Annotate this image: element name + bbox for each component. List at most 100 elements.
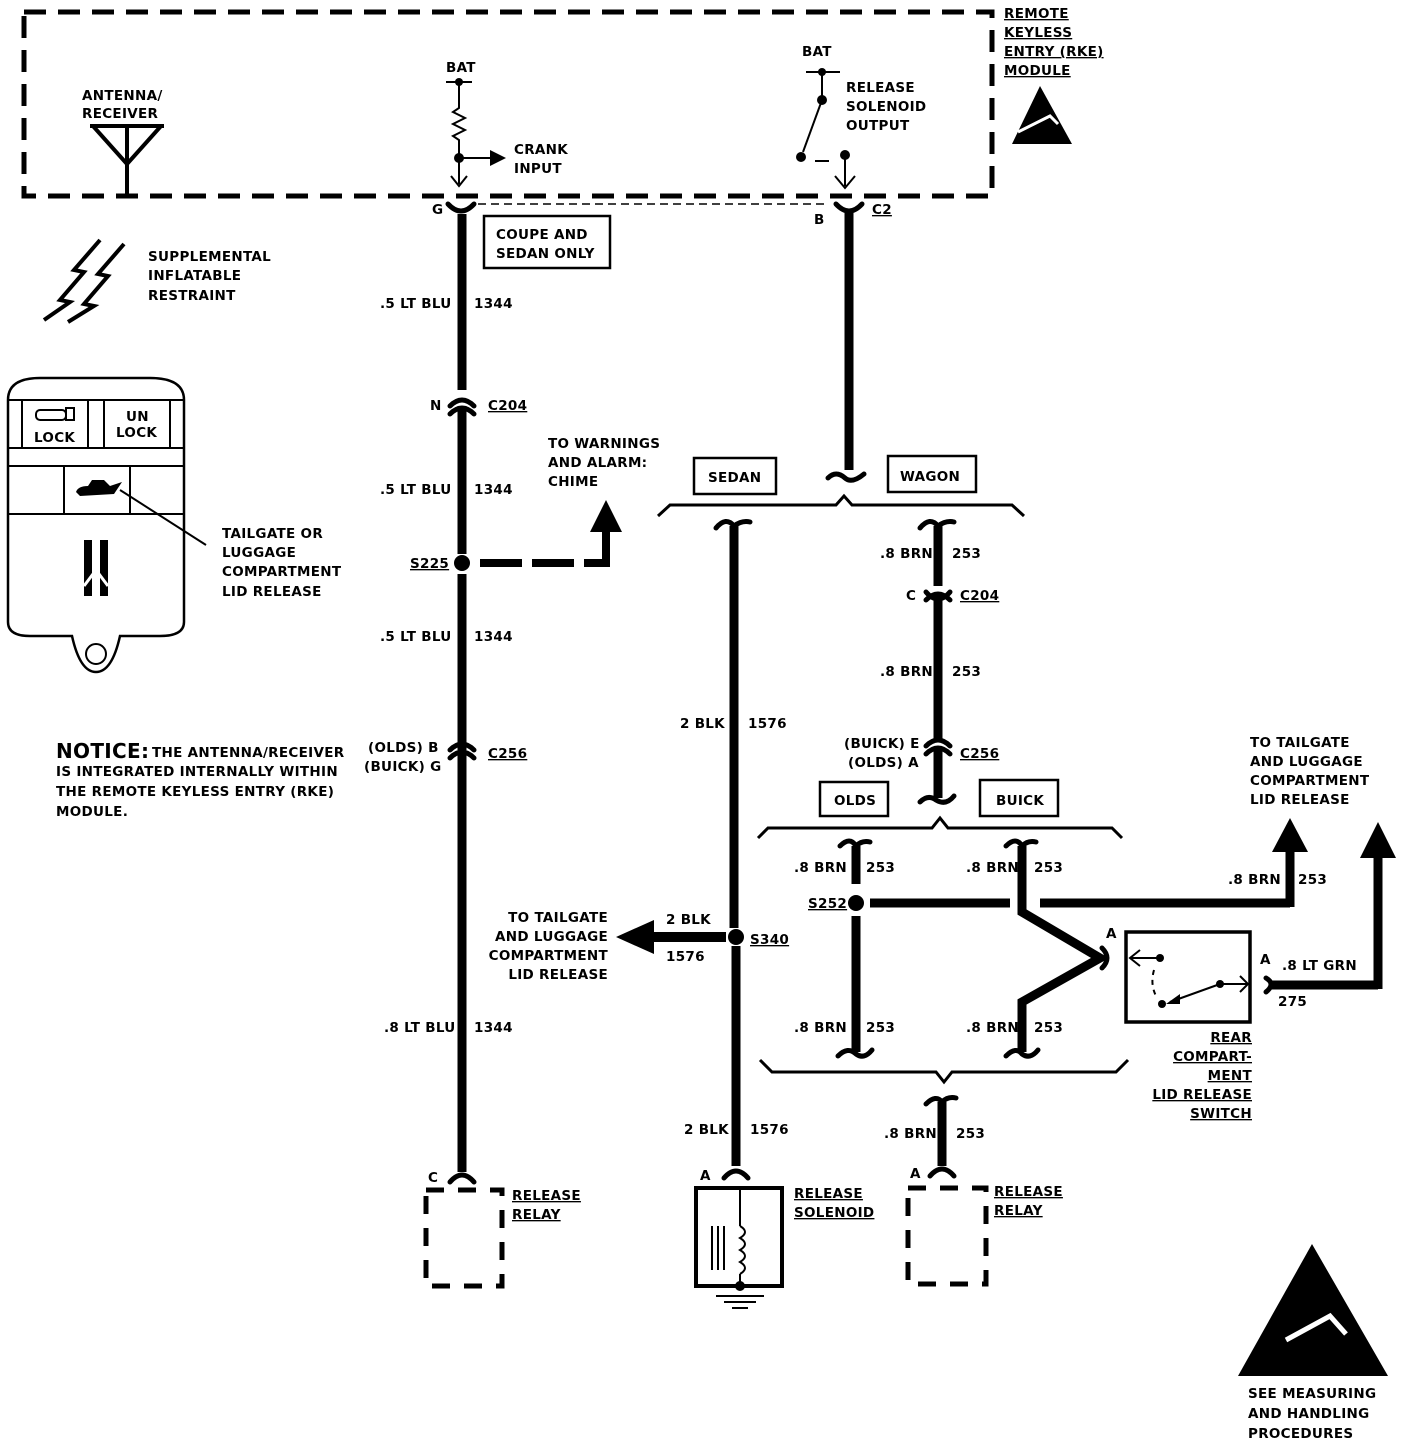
antenna-icon — [90, 124, 164, 194]
svg-text:253: 253 — [866, 1020, 895, 1036]
svg-text:LOCK: LOCK — [34, 430, 75, 446]
svg-text:AND HANDLING: AND HANDLING — [1248, 1406, 1370, 1422]
svg-text:.5 LT BLU: .5 LT BLU — [380, 482, 452, 498]
olds-option-box — [818, 780, 890, 818]
svg-text:CHIME: CHIME — [548, 474, 598, 490]
coil-icon — [738, 1225, 746, 1275]
svg-text:.8 LT GRN: .8 LT GRN — [1282, 958, 1357, 974]
svg-text:MODULE: MODULE — [1004, 63, 1071, 79]
svg-text:253: 253 — [952, 664, 981, 680]
svg-text:253: 253 — [956, 1126, 985, 1142]
svg-text:C204: C204 — [488, 398, 527, 414]
key-icon — [35, 407, 75, 421]
svg-text:BUICK: BUICK — [996, 793, 1044, 809]
arrow-up-icon — [1360, 822, 1396, 858]
svg-text:.5 LT BLU: .5 LT BLU — [380, 629, 452, 645]
svg-text:253: 253 — [1034, 1020, 1063, 1036]
svg-text:RELEASE: RELEASE — [794, 1186, 863, 1202]
svg-text:ENTRY (RKE): ENTRY (RKE) — [1004, 44, 1104, 60]
connector-g — [445, 201, 477, 214]
svg-text:COMPARTMENT: COMPARTMENT — [489, 948, 609, 964]
svg-text:A: A — [700, 1168, 711, 1184]
svg-text:IS INTEGRATED INTERNALLY WITHI: IS INTEGRATED INTERNALLY WITHIN — [56, 764, 338, 780]
svg-text:RELEASE: RELEASE — [846, 80, 915, 96]
svg-text:BAT: BAT — [446, 60, 476, 76]
svg-text:THE REMOTE KEYLESS ENTRY (RKE): THE REMOTE KEYLESS ENTRY (RKE) — [56, 784, 334, 800]
svg-text:S225: S225 — [410, 556, 449, 572]
svg-text:OUTPUT: OUTPUT — [846, 118, 910, 134]
car-trunk-icon — [76, 480, 122, 496]
svg-text:RESTRAINT: RESTRAINT — [148, 288, 236, 304]
svg-text:OLDS: OLDS — [834, 793, 876, 809]
svg-text:UN: UN — [126, 409, 149, 425]
svg-text:A: A — [1106, 926, 1117, 942]
svg-text:TO WARNINGS: TO WARNINGS — [548, 436, 660, 452]
lock-button[interactable] — [21, 399, 89, 449]
svg-text:2 BLK: 2 BLK — [684, 1122, 729, 1138]
svg-text:1576: 1576 — [748, 716, 787, 732]
svg-text:C256: C256 — [488, 746, 527, 762]
svg-text:253: 253 — [1034, 860, 1063, 876]
svg-text:275: 275 — [1278, 994, 1307, 1010]
svg-text:LID RELEASE: LID RELEASE — [222, 584, 322, 600]
svg-text:SOLENOID: SOLENOID — [794, 1205, 874, 1221]
arrow-up-icon — [590, 500, 622, 532]
svg-text:.8 BRN: .8 BRN — [1228, 872, 1281, 888]
unlock-button[interactable] — [103, 399, 171, 449]
svg-text:G: G — [432, 202, 443, 218]
esd-warning-icon — [1012, 86, 1072, 144]
svg-text:(OLDS) B: (OLDS) B — [368, 740, 439, 756]
svg-text:C256: C256 — [960, 746, 999, 762]
svg-text:RELEASE: RELEASE — [994, 1184, 1063, 1200]
rear-compartment-lid-release-switch — [1124, 930, 1252, 1024]
svg-text:AND LUGGAGE: AND LUGGAGE — [495, 929, 608, 945]
svg-text:LUGGAGE: LUGGAGE — [222, 545, 296, 561]
svg-text:1576: 1576 — [750, 1122, 789, 1138]
lightning-bolt-icon — [42, 238, 126, 324]
svg-text:.8 BRN: .8 BRN — [880, 546, 933, 562]
svg-text:C2: C2 — [872, 202, 892, 218]
buick-option-box — [978, 778, 1060, 818]
svg-text:.8 BRN: .8 BRN — [794, 860, 847, 876]
svg-text:TO TAILGATE: TO TAILGATE — [508, 910, 608, 926]
arrow-up-icon — [1272, 818, 1308, 852]
sedan-option-box — [692, 456, 778, 496]
svg-text:SOLENOID: SOLENOID — [846, 99, 926, 115]
svg-text:BAT: BAT — [802, 44, 832, 60]
trunk-release-button[interactable] — [63, 465, 131, 515]
splice-s252 — [848, 895, 864, 911]
svg-text:(OLDS) A: (OLDS) A — [848, 755, 919, 771]
svg-text:REMOTE: REMOTE — [1004, 6, 1069, 22]
svg-text:INFLATABLE: INFLATABLE — [148, 268, 241, 284]
option-bracket-olds-buick — [756, 815, 1124, 840]
svg-text:1344: 1344 — [474, 482, 513, 498]
right-circuit: B C2 SEDAN WAGON 2 BLK 1576 S340 2 BLK 1… — [489, 201, 1396, 1309]
svg-text:RELAY: RELAY — [512, 1207, 561, 1223]
esd-warning-icon — [1238, 1244, 1388, 1376]
release-relay-left — [423, 1187, 505, 1289]
esd-handling-notice: SEE MEASURING AND HANDLING PROCEDURES — [1238, 1244, 1388, 1442]
svg-text:PROCEDURES: PROCEDURES — [1248, 1426, 1353, 1442]
svg-text:COMPART-: COMPART- — [1173, 1049, 1252, 1065]
svg-text:SEE MEASURING: SEE MEASURING — [1248, 1386, 1376, 1402]
svg-text:1576: 1576 — [666, 949, 705, 965]
svg-text:MODULE.: MODULE. — [56, 804, 128, 820]
svg-text:S252: S252 — [808, 896, 847, 912]
svg-text:B: B — [814, 212, 825, 228]
svg-text:C204: C204 — [960, 588, 999, 604]
option-bracket-sedan-wagon — [656, 493, 1026, 518]
notice-text: NOTICE: THE ANTENNA/RECEIVER IS INTEGRAT… — [56, 739, 345, 820]
svg-text:.8 BRN: .8 BRN — [966, 1020, 1019, 1036]
svg-text:NOTICE:: NOTICE: — [56, 739, 149, 763]
rke-module-boundary — [21, 9, 995, 199]
svg-text:.5 LT BLU: .5 LT BLU — [380, 296, 452, 312]
svg-text:253: 253 — [866, 860, 895, 876]
svg-text:LID RELEASE: LID RELEASE — [1250, 792, 1350, 808]
svg-text:KEYLESS: KEYLESS — [1004, 25, 1072, 41]
svg-text:THE ANTENNA/RECEIVER: THE ANTENNA/RECEIVER — [152, 745, 345, 761]
ground-icon — [716, 1295, 764, 1309]
connector-c-relay — [447, 1172, 477, 1185]
svg-text:.8 BRN: .8 BRN — [880, 664, 933, 680]
splice-s225 — [454, 555, 470, 571]
svg-text:ANTENNA/: ANTENNA/ — [82, 88, 163, 104]
